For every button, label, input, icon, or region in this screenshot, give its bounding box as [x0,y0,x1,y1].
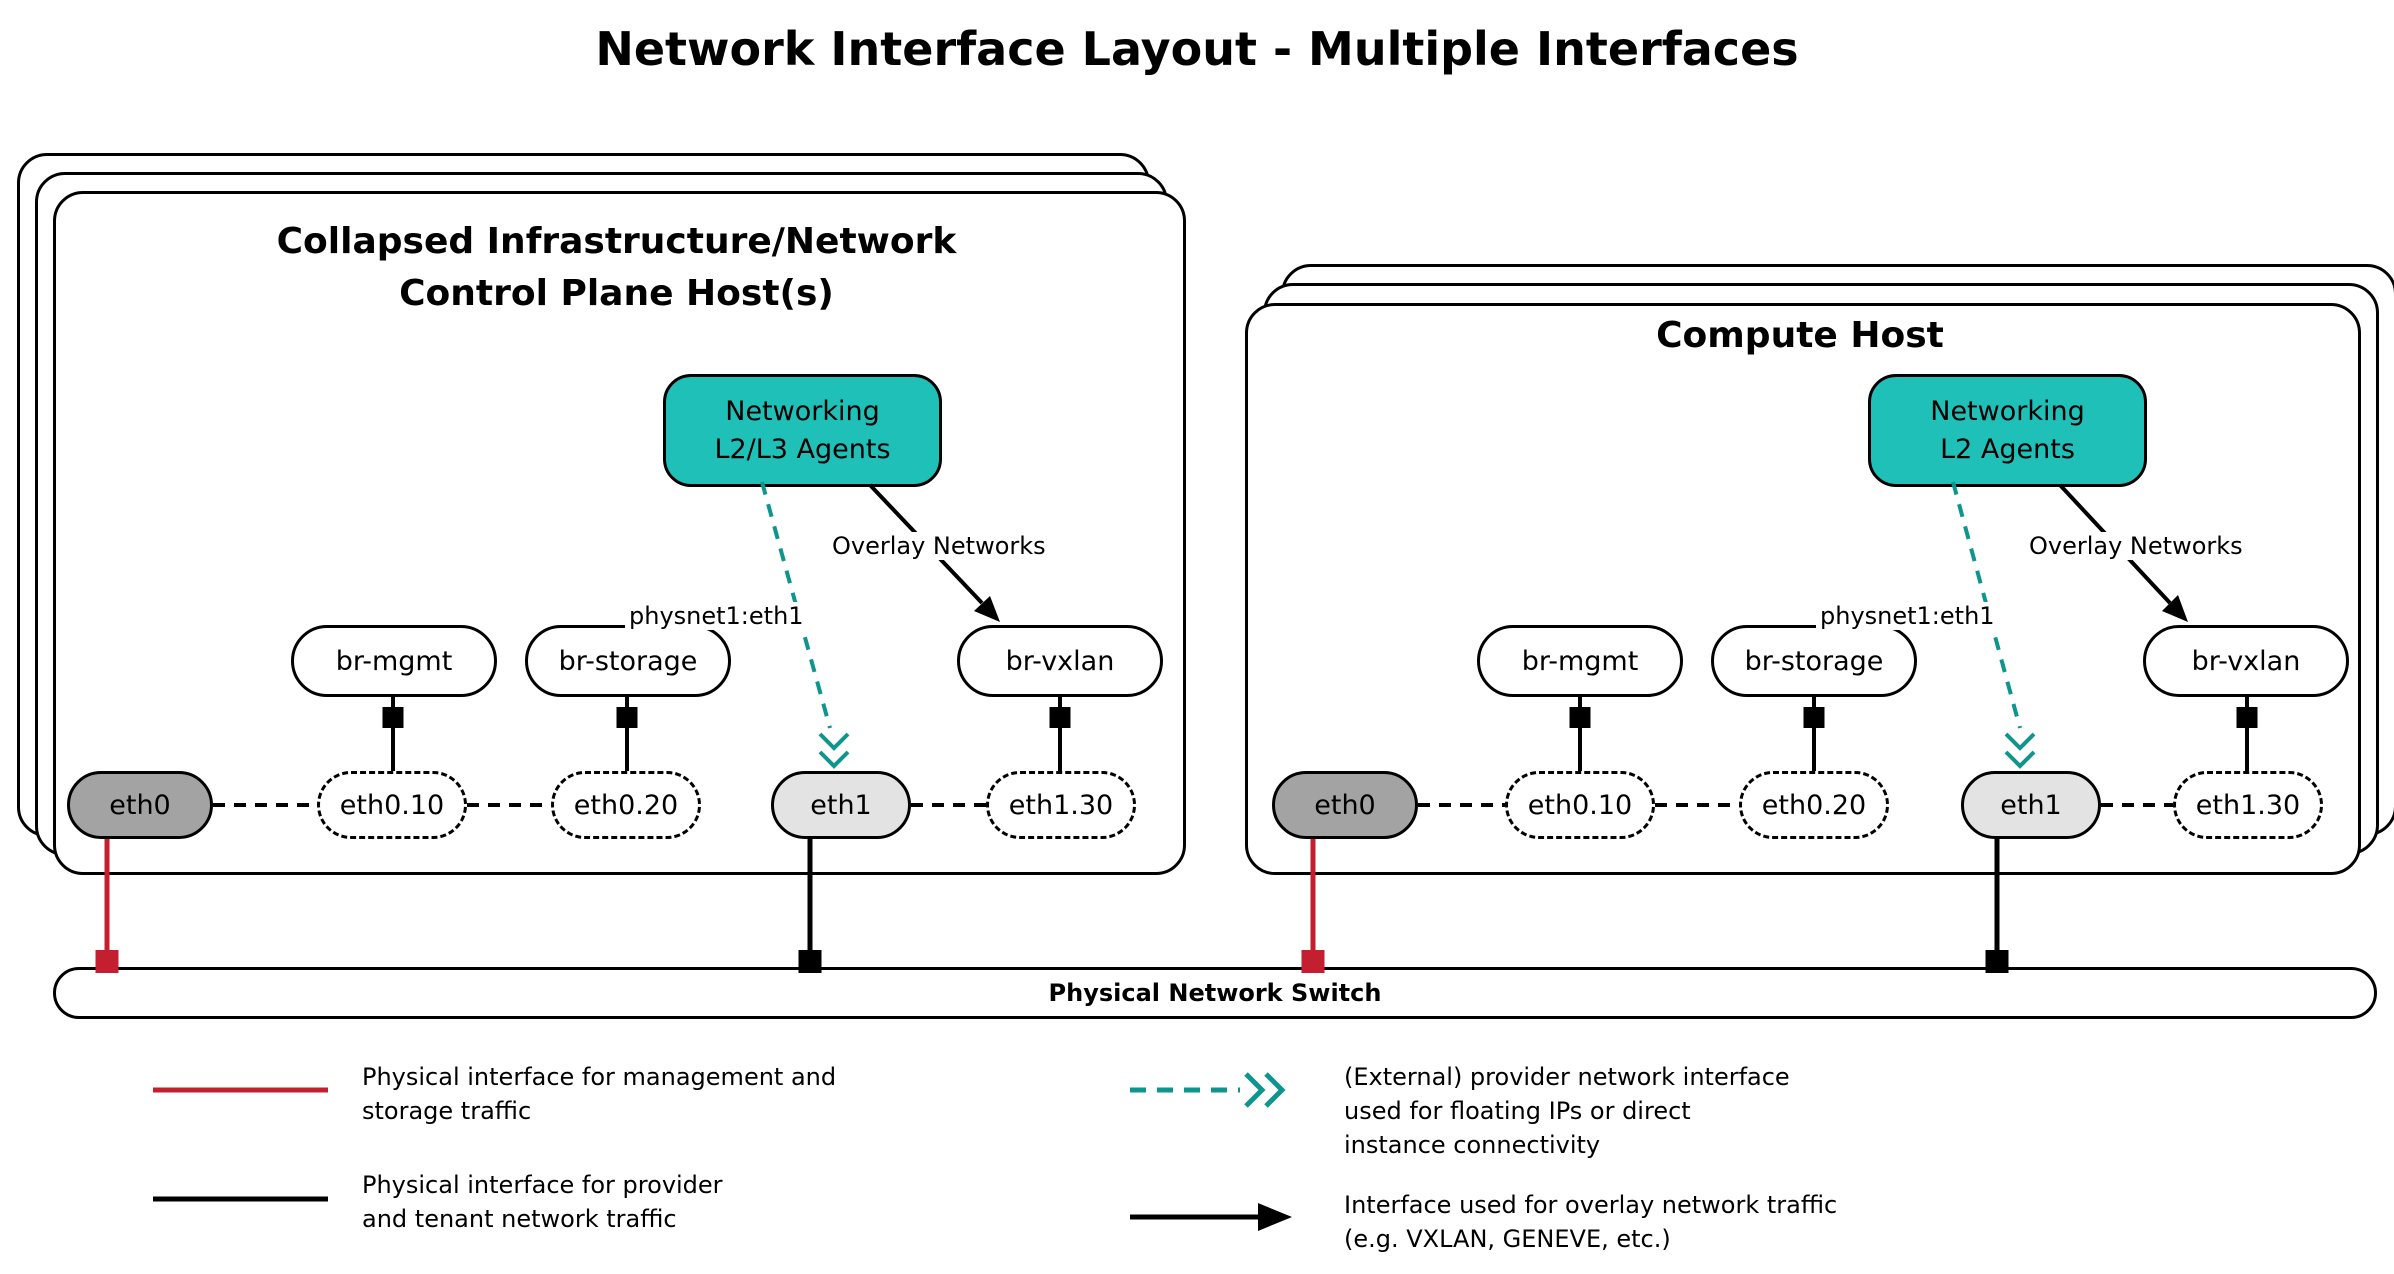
arrowhead-icon [1258,1203,1292,1231]
chevron-right-icon [1264,1072,1286,1108]
legend-line: Interface used for overlay network traff… [1344,1191,1838,1219]
page-title: Network Interface Layout - Multiple Inte… [595,22,1799,76]
compute-bridge-br-storage: br-storage [1711,625,1917,697]
legend-black-arrow [1130,1203,1292,1231]
physical-network-switch: Physical Network Switch [53,967,2377,1019]
agent-line1: Networking [725,395,880,427]
compute-bridge-br-mgmt: br-mgmt [1477,625,1683,697]
control-iface-eth1.30: eth1.30 [986,771,1136,839]
legend-line: used for floating IPs or direct [1344,1097,1691,1125]
compute-networking-agents-box: Networking L2 Agents [1868,374,2147,487]
compute-host-title: Compute Host [1245,310,2355,362]
control-physnet-label: physnet1:eth1 [625,602,805,630]
legend-line: (External) provider network interface [1344,1063,1790,1091]
control-networking-agents-box: Networking L2/L3 Agents [663,374,942,487]
legend-line: storage traffic [362,1097,532,1125]
compute-host-title-line1: Compute Host [1656,315,1944,356]
control-bridge-br-mgmt: br-mgmt [291,625,497,697]
legend-line: Physical interface for provider [362,1171,723,1199]
agent-line2: L2/L3 Agents [714,433,891,465]
control-host-title: Collapsed Infrastructure/Network Control… [53,216,1180,320]
control-bridge-br-storage: br-storage [525,625,731,697]
control-iface-eth0: eth0 [67,771,213,839]
legend-entry-teal-dashed-arrow: (External) provider network interface us… [1344,1060,1790,1162]
control-host-title-line2: Control Plane Host(s) [399,273,834,314]
agent-line1: Networking [1930,395,2085,427]
compute-iface-eth0.10: eth0.10 [1505,771,1655,839]
control-host-title-line1: Collapsed Infrastructure/Network [276,221,957,262]
control-bridge-br-vxlan: br-vxlan [957,625,1163,697]
legend-entry-red-line: Physical interface for management and st… [362,1060,836,1128]
legend-teal-dashed-arrow [1130,1072,1286,1108]
compute-iface-eth1: eth1 [1961,771,2101,839]
legend-entry-black-line: Physical interface for provider and tena… [362,1168,723,1236]
agent-line2: L2 Agents [1940,433,2075,465]
control-iface-eth1: eth1 [771,771,911,839]
compute-iface-eth1.30: eth1.30 [2173,771,2323,839]
legend-line: (e.g. VXLAN, GENEVE, etc.) [1344,1225,1671,1253]
legend-line: Physical interface for management and [362,1063,837,1091]
control-iface-eth0.10: eth0.10 [317,771,467,839]
control-overlay-networks-label: Overlay Networks [828,532,1050,560]
legend-line: and tenant network traffic [362,1205,677,1233]
compute-iface-eth0.20: eth0.20 [1739,771,1889,839]
legend-line: instance connectivity [1344,1131,1601,1159]
compute-physnet-label: physnet1:eth1 [1816,602,1996,630]
legend-entry-black-arrow: Interface used for overlay network traff… [1344,1188,1837,1256]
compute-overlay-networks-label: Overlay Networks [2025,532,2247,560]
compute-iface-eth0: eth0 [1272,771,1418,839]
control-iface-eth0.20: eth0.20 [551,771,701,839]
chevron-right-icon [1244,1072,1266,1108]
switch-label: Physical Network Switch [1048,979,1382,1007]
compute-bridge-br-vxlan: br-vxlan [2143,625,2349,697]
